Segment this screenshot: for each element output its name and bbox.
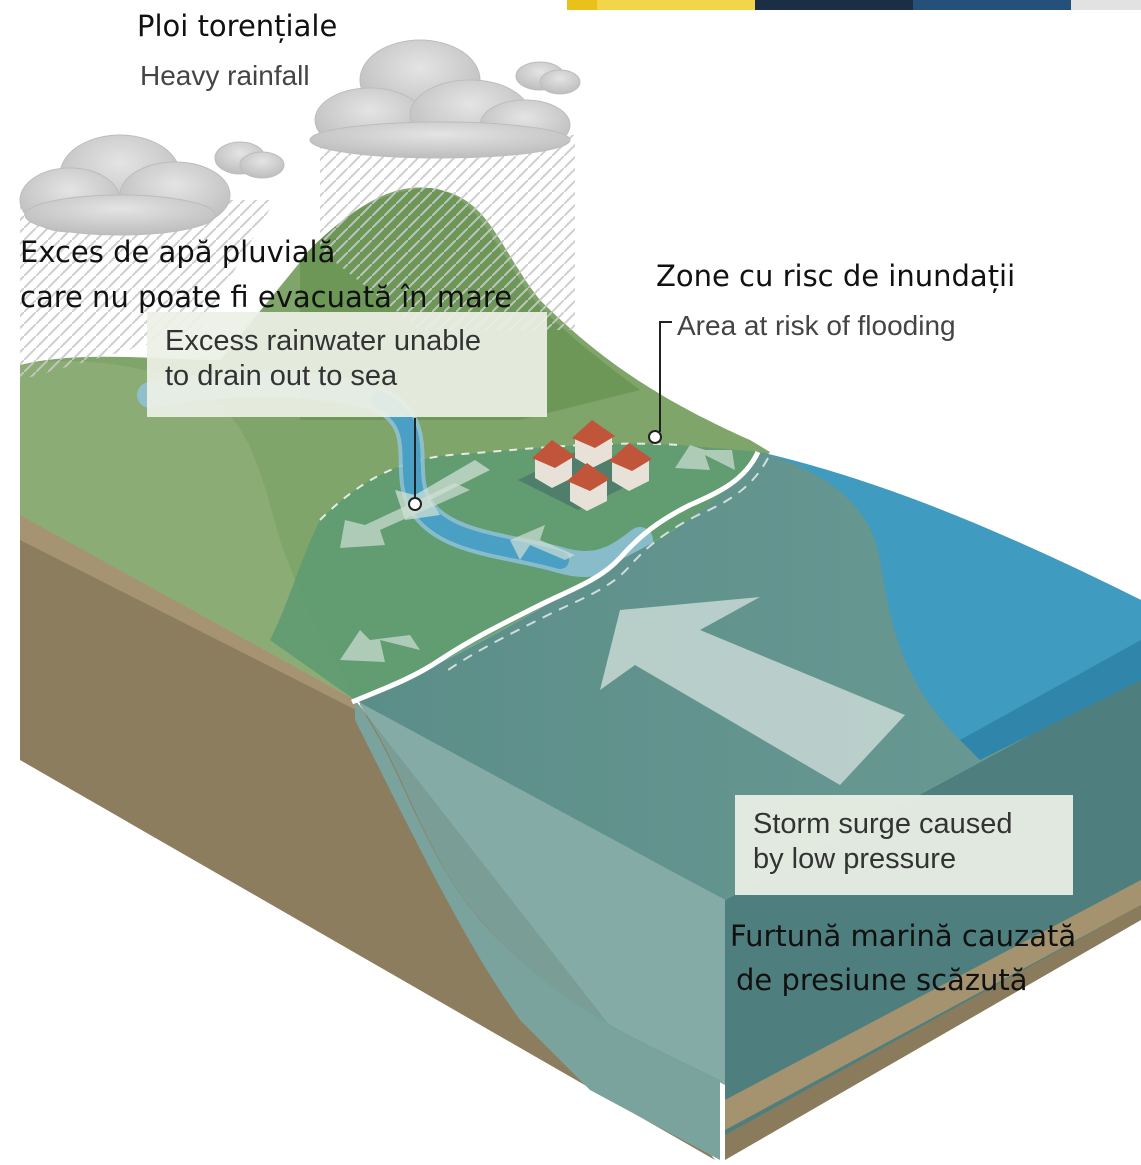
house-2 [572,420,615,468]
house-3 [609,443,652,491]
excess-title-ro-line1: Exces de apă pluvială [20,235,336,269]
flood-arrow-5 [675,445,735,470]
cloud-left [19,134,231,236]
excess-rainwater-box: Excess rainwater unable to drain out to … [147,312,547,417]
flood-leader-line [659,321,672,432]
header-color-strip [567,0,1141,10]
cloud-small-left [214,141,285,179]
rain-left [20,200,275,380]
rain-right [320,135,575,330]
flood-arrow-3 [510,525,575,560]
flood-arrow-4 [340,630,420,662]
strip-segment-grey [1071,0,1141,10]
flood-title-ro: Zone cu risc de inundații [656,259,1016,293]
flood-leader-dot [648,430,662,444]
strip-segment-dark-navy [755,0,913,10]
surge-en-line1: Storm surge caused [753,808,1013,840]
sand-right-band [725,880,1141,1130]
excess-en-line1: Excess rainwater unable [165,325,481,357]
surge-title-ro-line2: de presiune scăzută [736,963,1028,997]
sea-front-face-main [360,700,725,1085]
excess-leader-dot [408,497,422,511]
sea-front-face [355,700,720,1160]
deep-sea [760,452,1141,740]
surge-title-ro-line1: Furtună marină cauzată [730,919,1077,953]
heavy-rain-title-ro: Ploi torențiale [137,9,338,43]
surge-en-line2: by low pressure [753,843,957,875]
flood-arrow-2 [340,483,470,548]
storm-surge-box: Storm surge caused by low pressure [735,795,1073,895]
excess-title-ro-line2: care nu poate fi evacuată în mare [20,280,512,314]
storm-surge-arrow [600,597,905,785]
flood-title-en: Area at risk of flooding [677,310,956,341]
flood-area [270,443,760,700]
left-slope [20,361,355,700]
heavy-rain-title-en: Heavy rainfall [140,60,310,91]
cloud-right [309,39,571,159]
coastline [351,450,761,705]
sea-right-face [725,675,1141,1135]
coastline-dash [447,457,769,671]
flood-outline [319,442,681,521]
excess-en-line2: to drain out to sea [165,360,398,392]
houses [518,420,652,511]
cloud-small-right [515,61,581,95]
strip-segment-light-yellow [597,0,755,10]
strip-segment-yellow [567,0,597,10]
house-1 [532,440,575,488]
house-4 [567,463,610,511]
strip-segment-navy [913,0,1071,10]
soil-top-band [20,515,368,716]
deep-sea-edge [960,640,1141,760]
